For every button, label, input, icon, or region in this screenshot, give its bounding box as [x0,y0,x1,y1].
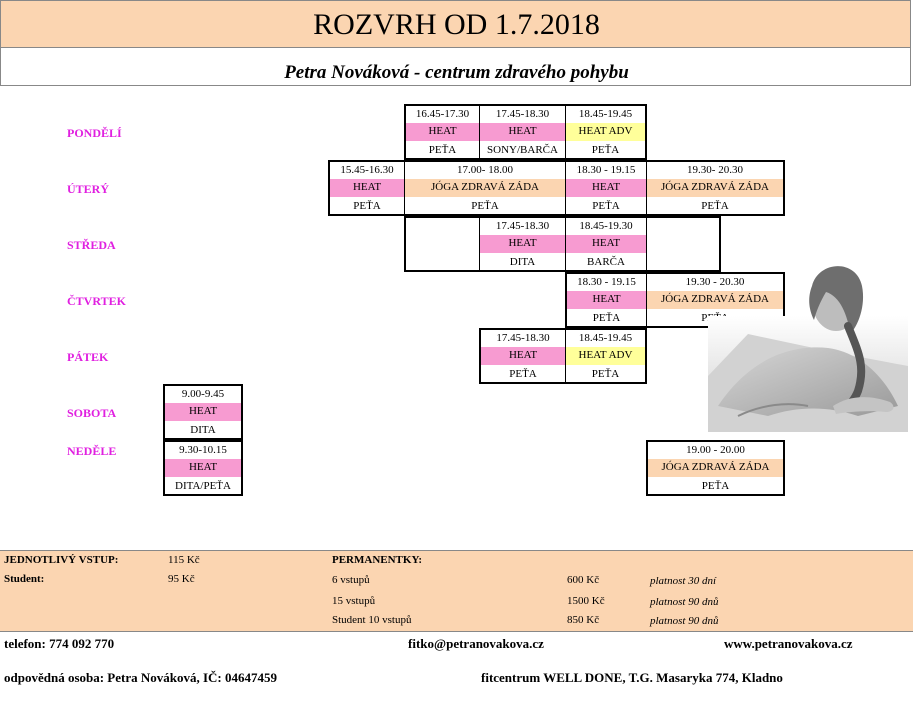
class-instructor: PEŤA [591,368,620,380]
instructor-photo [708,266,908,432]
day-label-tuesday: ÚTERÝ [67,182,110,196]
class-time: 17.45-18.30 [496,332,550,344]
cell-divider [479,217,480,271]
class-name: HEAT ADV [566,347,645,365]
footer-phone: telefon: 774 092 770 [4,636,115,651]
class-time: 17.45-18.30 [495,220,550,232]
class-instructor: BARČA [587,256,625,268]
class-name: HEAT [406,123,479,141]
class-name: HEAT [165,459,241,477]
class-time: 19.30 - 20.30 [685,276,745,288]
class-name: HEAT [481,347,565,365]
class-instructor: PEŤA [701,480,730,492]
schedule-block-saturday [163,384,243,440]
class-name: HEAT [330,179,404,197]
class-instructor: PEŤA [353,200,381,212]
class-time: 9.30-10.15 [179,444,227,456]
class-instructor: DITA [190,424,216,436]
pass-validity: platnost 90 dnů [650,615,719,627]
schedule-block-thursday [565,272,785,328]
pass-price: 850 Kč [567,614,600,626]
class-instructor: PEŤA [428,144,457,156]
class-time: 17.45-18.30 [495,108,550,120]
class-instructor: PEŤA [591,144,620,156]
schedule-block-wednesday [404,216,721,272]
pass-name: 6 vstupů [332,574,370,586]
day-label-thursday: ČTVRTEK [67,294,126,308]
cell-divider [565,329,566,383]
cell-divider [646,273,647,327]
cell-divider [565,217,566,271]
class-instructor: SONY/BARČA [487,144,558,156]
class-time: 19.00 - 20.00 [686,444,745,456]
day-label-monday: PONDĚLÍ [67,126,122,140]
single-entry-price: 115 Kč [168,554,200,566]
class-instructor: PEŤA [509,368,537,380]
class-time: 18.45-19.45 [578,108,633,120]
class-name: HEAT [480,235,565,253]
footer-email[interactable]: fitko@petranovakova.cz [408,636,544,651]
class-time: 18.45-19.30 [579,220,633,232]
pass-validity: platnost 30 dní [650,575,717,587]
class-instructor: PEŤA [592,200,620,212]
class-time: 9.00-9.45 [181,388,225,400]
class-time: 17.00- 18.00 [457,164,513,176]
schedule-block-monday [404,104,647,160]
class-time: 18.30 - 19.15 [576,164,636,176]
student-price: 95 Kč [168,573,195,585]
class-time: 16.45-17.30 [415,108,470,120]
passes-label: PERMANENTKY: [332,554,423,566]
cell-divider [565,161,566,215]
student-label: Student: [4,573,45,585]
class-name: HEAT ADV [566,123,645,141]
class-time: 18.30 - 19.15 [577,276,636,288]
schedule-block-sunday-evening [646,440,785,496]
footer-responsible-person: odpovědná osoba: Petra Nováková, IČ: 046… [4,670,278,685]
cell-divider [404,161,405,215]
pass-price: 600 Kč [567,574,600,586]
class-time: 15.45-16.30 [340,164,394,176]
day-label-saturday: SOBOTA [67,406,117,420]
subtitle-band [0,48,911,86]
footer-address: fitcentrum WELL DONE, T.G. Masaryka 774,… [481,670,783,685]
class-name: HEAT [165,403,241,421]
class-name: HEAT [480,123,565,141]
cell-divider [646,217,647,271]
pricing-band [0,550,913,632]
title-band [0,0,911,48]
class-time: 18.45-19.45 [578,332,633,344]
class-time: 19.30- 20.30 [687,164,743,176]
pass-name: Student 10 vstupů [332,614,412,626]
class-name: JÓGA ZDRAVÁ ZÁDA [405,179,565,197]
class-instructor: PEŤA [592,312,621,324]
single-entry-label: JEDNOTLIVÝ VSTUP: [4,554,119,566]
class-instructor: PEŤA [471,200,499,212]
class-name: JÓGA ZDRAVÁ ZÁDA [648,459,783,477]
day-label-wednesday: STŘEDA [67,238,116,252]
class-instructor: DITA [509,256,536,268]
class-name: JÓGA ZDRAVÁ ZÁDA [647,179,783,197]
footer-website[interactable]: www.petranovakova.cz [724,636,853,651]
class-instructor: PEŤA [701,200,729,212]
pass-validity: platnost 90 dnů [650,596,719,608]
class-name: HEAT [566,235,646,253]
day-label-friday: PÁTEK [67,350,109,364]
cell-divider [479,105,480,159]
class-name: JÓGA ZDRAVÁ ZÁDA [647,291,783,309]
cell-divider [646,161,647,215]
schedule-block-sunday-morning [163,440,243,496]
cell-divider [565,105,566,159]
page-subtitle: Petra Nováková - centrum zdravého pohybu [284,62,629,83]
pass-price: 1500 Kč [567,595,605,607]
class-name: HEAT [566,179,646,197]
day-label-sunday: NEDĚLE [67,444,117,458]
page-title: ROZVRH OD 1.7.2018 [313,8,600,41]
class-instructor: DITA/PEŤA [175,480,231,492]
schedule-block-friday [479,328,647,384]
pass-name: 15 vstupů [332,595,376,607]
schedule-block-tuesday [328,160,785,216]
class-name: HEAT [567,291,646,309]
